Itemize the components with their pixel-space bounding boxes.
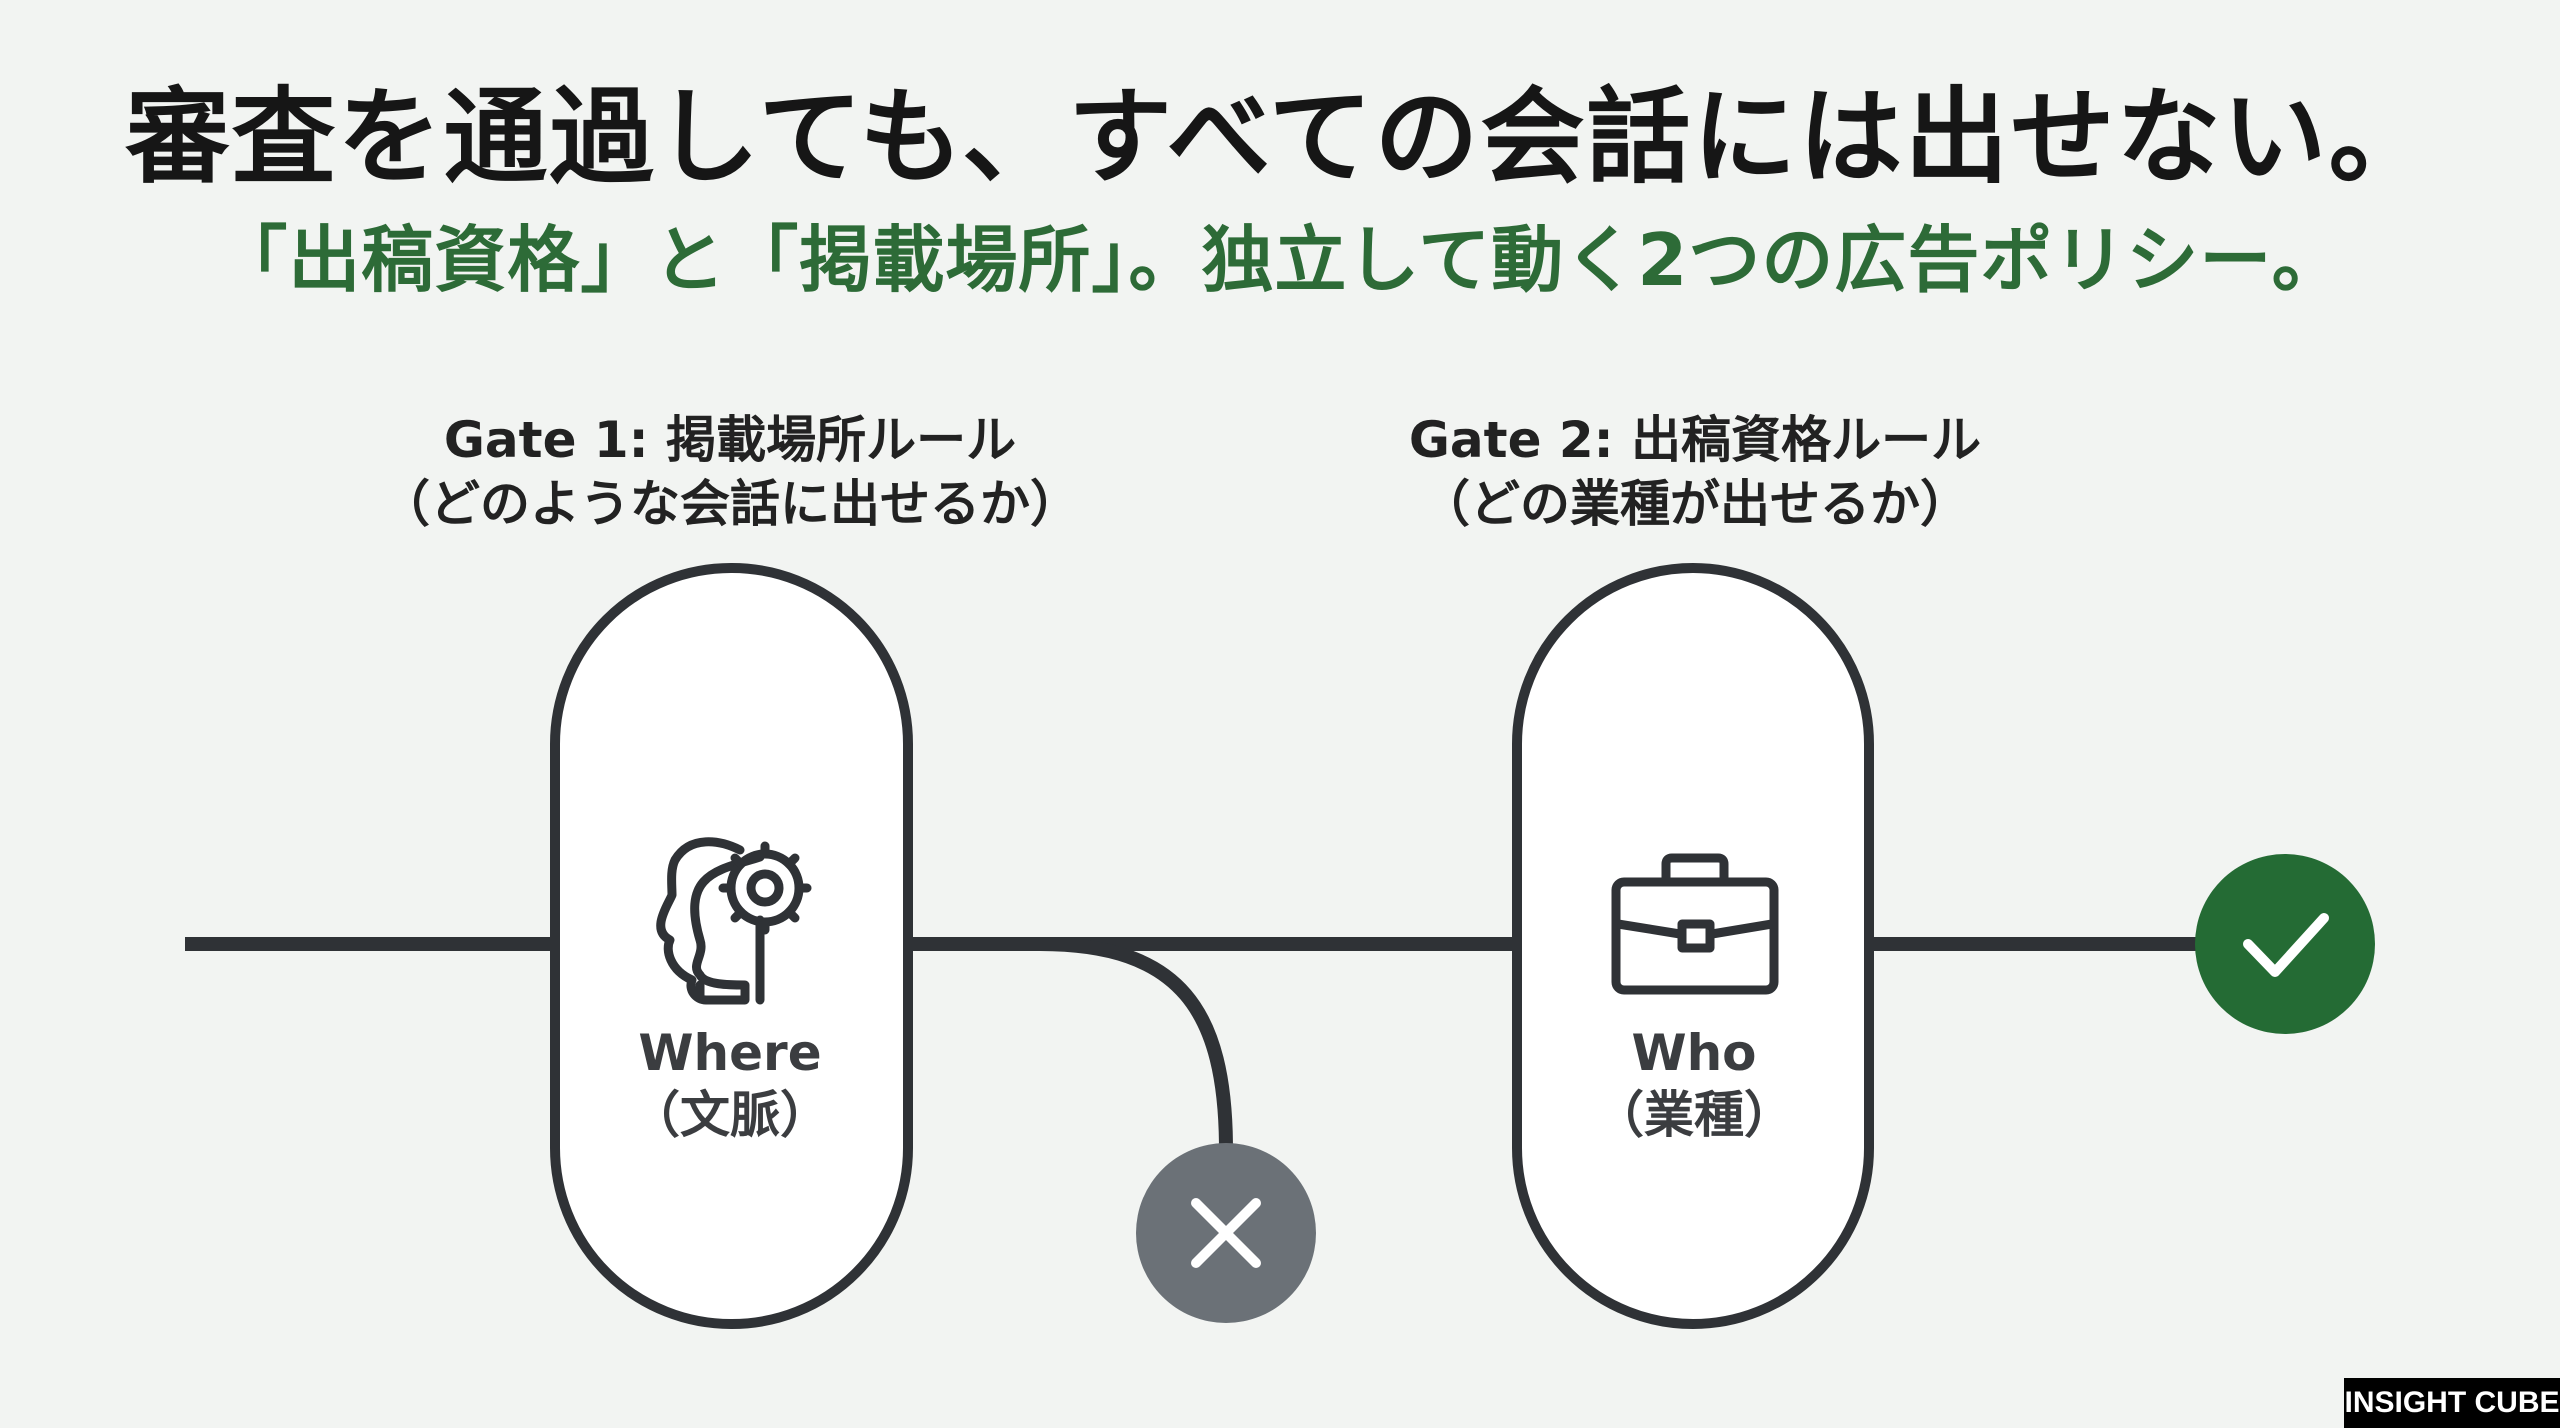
briefcase-icon — [1611, 853, 1779, 995]
gate2-name: Who （業種） — [1524, 1022, 1864, 1146]
gate1-subtitle: （文脈） — [630, 1086, 830, 1144]
gate1-name: Where （文脈） — [560, 1022, 900, 1146]
gate2-subtitle: （業種） — [1594, 1086, 1794, 1144]
gate2-question: （どの業種が出せるか） — [1420, 475, 1970, 533]
gate1-question: （どのような会話に出せるか） — [380, 475, 1080, 533]
approve-circle — [2195, 854, 2375, 1034]
check-icon — [2243, 913, 2329, 977]
brand-logo: INSIGHT CUBE — [2344, 1378, 2560, 1428]
gate1-heading: Gate 1: 掲載場所ルール — [443, 411, 1017, 469]
page-subtitle: 「出稿資格」と「掲載場所」。独立して動く2つの広告ポリシー。 — [215, 218, 2345, 302]
head-gear-icon — [656, 837, 812, 1005]
reject-branch-line — [1039, 937, 1233, 1151]
gate2-label: Gate 2: 出稿資格ルール （どの業種が出せるか） — [1245, 408, 2145, 536]
cross-icon — [1191, 1198, 1261, 1268]
gate2-heading: Gate 2: 出稿資格ルール — [1408, 411, 1982, 469]
gate1-pill — [550, 563, 913, 1329]
gate2-title: Who — [1631, 1024, 1757, 1082]
gate1-label: Gate 1: 掲載場所ルール （どのような会話に出せるか） — [280, 408, 1180, 536]
page-title: 審査を通過しても、すべての会話には出せない。 — [125, 76, 2435, 198]
gate1-title: Where — [638, 1024, 822, 1082]
